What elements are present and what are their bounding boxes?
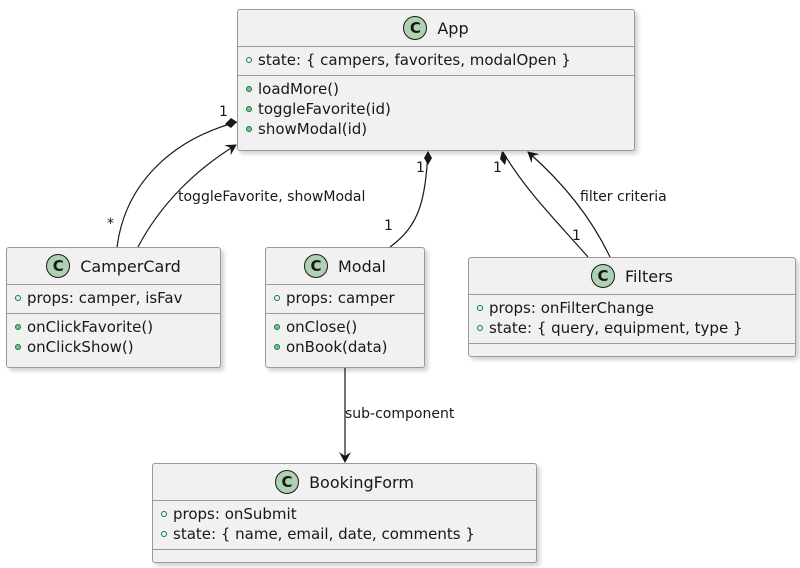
public-method-icon (274, 344, 280, 350)
method-text: onBook(data) (286, 338, 388, 356)
methods-section (153, 549, 536, 552)
method-row: onBook(data) (274, 337, 424, 357)
edge-app-campercard-composition (116, 121, 238, 248)
attribute-row: state: { campers, favorites, modalOpen } (246, 50, 634, 70)
public-visibility-icon (274, 295, 280, 301)
methods-section: onClickFavorite() onClickShow() (7, 313, 220, 362)
class-stereotype-icon: C (46, 254, 71, 278)
attribute-text: state: { query, equipment, type } (489, 319, 743, 337)
attribute-row: state: { query, equipment, type } (477, 318, 795, 338)
attribute-text: props: onFilterChange (489, 299, 654, 317)
class-modal: C Modal props: camper onClose() onBook(d… (265, 247, 425, 368)
class-filters: C Filters props: onFilterChange state: {… (468, 257, 796, 357)
attribute-text: props: camper, isFav (27, 289, 183, 307)
method-text: onClose() (286, 318, 358, 336)
multiplicity-app-modal-target: 1 (384, 218, 393, 234)
attribute-row: props: onFilterChange (477, 298, 795, 318)
class-app: C App state: { campers, favorites, modal… (237, 9, 635, 151)
public-method-icon (246, 106, 252, 112)
public-method-icon (274, 324, 280, 330)
method-text: onClickShow() (27, 338, 134, 356)
multiplicity-app-modal-source: 1 (416, 160, 425, 176)
public-visibility-icon (161, 531, 167, 537)
edge-app-modal-composition (389, 151, 429, 248)
class-header: C App (238, 10, 634, 47)
public-method-icon (15, 324, 21, 330)
attributes-section: props: camper (266, 285, 424, 313)
class-header: C Filters (469, 258, 795, 295)
class-name: CamperCard (80, 256, 181, 276)
public-visibility-icon (477, 305, 483, 311)
method-text: onClickFavorite() (27, 318, 154, 336)
public-visibility-icon (477, 325, 483, 331)
attributes-section: state: { campers, favorites, modalOpen } (238, 47, 634, 75)
methods-section: loadMore() toggleFavorite(id) showModal(… (238, 75, 634, 144)
attribute-text: props: camper (286, 289, 395, 307)
multiplicity-app-campercard-target: * (107, 216, 114, 232)
attribute-row: props: camper, isFav (15, 288, 220, 308)
attribute-row: state: { name, email, date, comments } (161, 524, 536, 544)
methods-section (469, 343, 795, 346)
attribute-text: state: { campers, favorites, modalOpen } (258, 51, 571, 69)
class-header: C CamperCard (7, 248, 220, 285)
multiplicity-app-filters-source: 1 (493, 160, 502, 176)
method-text: showModal(id) (258, 120, 368, 138)
class-stereotype-icon: C (591, 264, 616, 288)
attribute-row: props: onSubmit (161, 504, 536, 524)
class-campercard: C CamperCard props: camper, isFav onClic… (6, 247, 221, 368)
public-visibility-icon (161, 511, 167, 517)
class-stereotype-icon: C (403, 16, 428, 40)
attribute-text: props: onSubmit (173, 505, 297, 523)
public-method-icon (246, 126, 252, 132)
method-text: toggleFavorite(id) (258, 100, 391, 118)
multiplicity-app-campercard-source: 1 (219, 104, 228, 120)
edge-campercard-app-dependency (137, 144, 237, 248)
class-stereotype-icon: C (275, 470, 300, 494)
methods-section: onClose() onBook(data) (266, 313, 424, 362)
class-stereotype-icon: C (304, 254, 328, 278)
composition-diamond (225, 118, 237, 128)
public-method-icon (246, 86, 252, 92)
method-row: toggleFavorite(id) (246, 99, 634, 119)
attribute-text: state: { name, email, date, comments } (173, 525, 475, 543)
multiplicity-app-filters-target: 1 (572, 228, 581, 244)
composition-diamond (424, 151, 432, 165)
edge-app-filters-composition (502, 151, 589, 258)
public-method-icon (15, 344, 21, 350)
class-bookingform: C BookingForm props: onSubmit state: { n… (152, 463, 537, 563)
label-modal-bookingform: sub-component (345, 406, 455, 422)
public-visibility-icon (246, 57, 252, 63)
attributes-section: props: onFilterChange state: { query, eq… (469, 295, 795, 343)
composition-diamond (500, 151, 507, 165)
method-row: loadMore() (246, 79, 634, 99)
class-name: Modal (338, 256, 386, 276)
attributes-section: props: onSubmit state: { name, email, da… (153, 501, 536, 549)
method-row: onClose() (274, 317, 424, 337)
class-header: C BookingForm (153, 464, 536, 501)
class-header: C Modal (266, 248, 424, 285)
method-row: onClickFavorite() (15, 317, 220, 337)
class-name: BookingForm (309, 472, 414, 492)
public-visibility-icon (15, 295, 21, 301)
method-text: loadMore() (258, 80, 339, 98)
edge-filters-app-dependency (527, 151, 611, 258)
attributes-section: props: camper, isFav (7, 285, 220, 313)
class-name: App (437, 18, 469, 38)
label-filters-app: filter criteria (580, 189, 667, 205)
label-campercard-app: toggleFavorite, showModal (178, 189, 366, 205)
attribute-row: props: camper (274, 288, 424, 308)
method-row: onClickShow() (15, 337, 220, 357)
class-name: Filters (625, 266, 673, 286)
method-row: showModal(id) (246, 119, 634, 139)
